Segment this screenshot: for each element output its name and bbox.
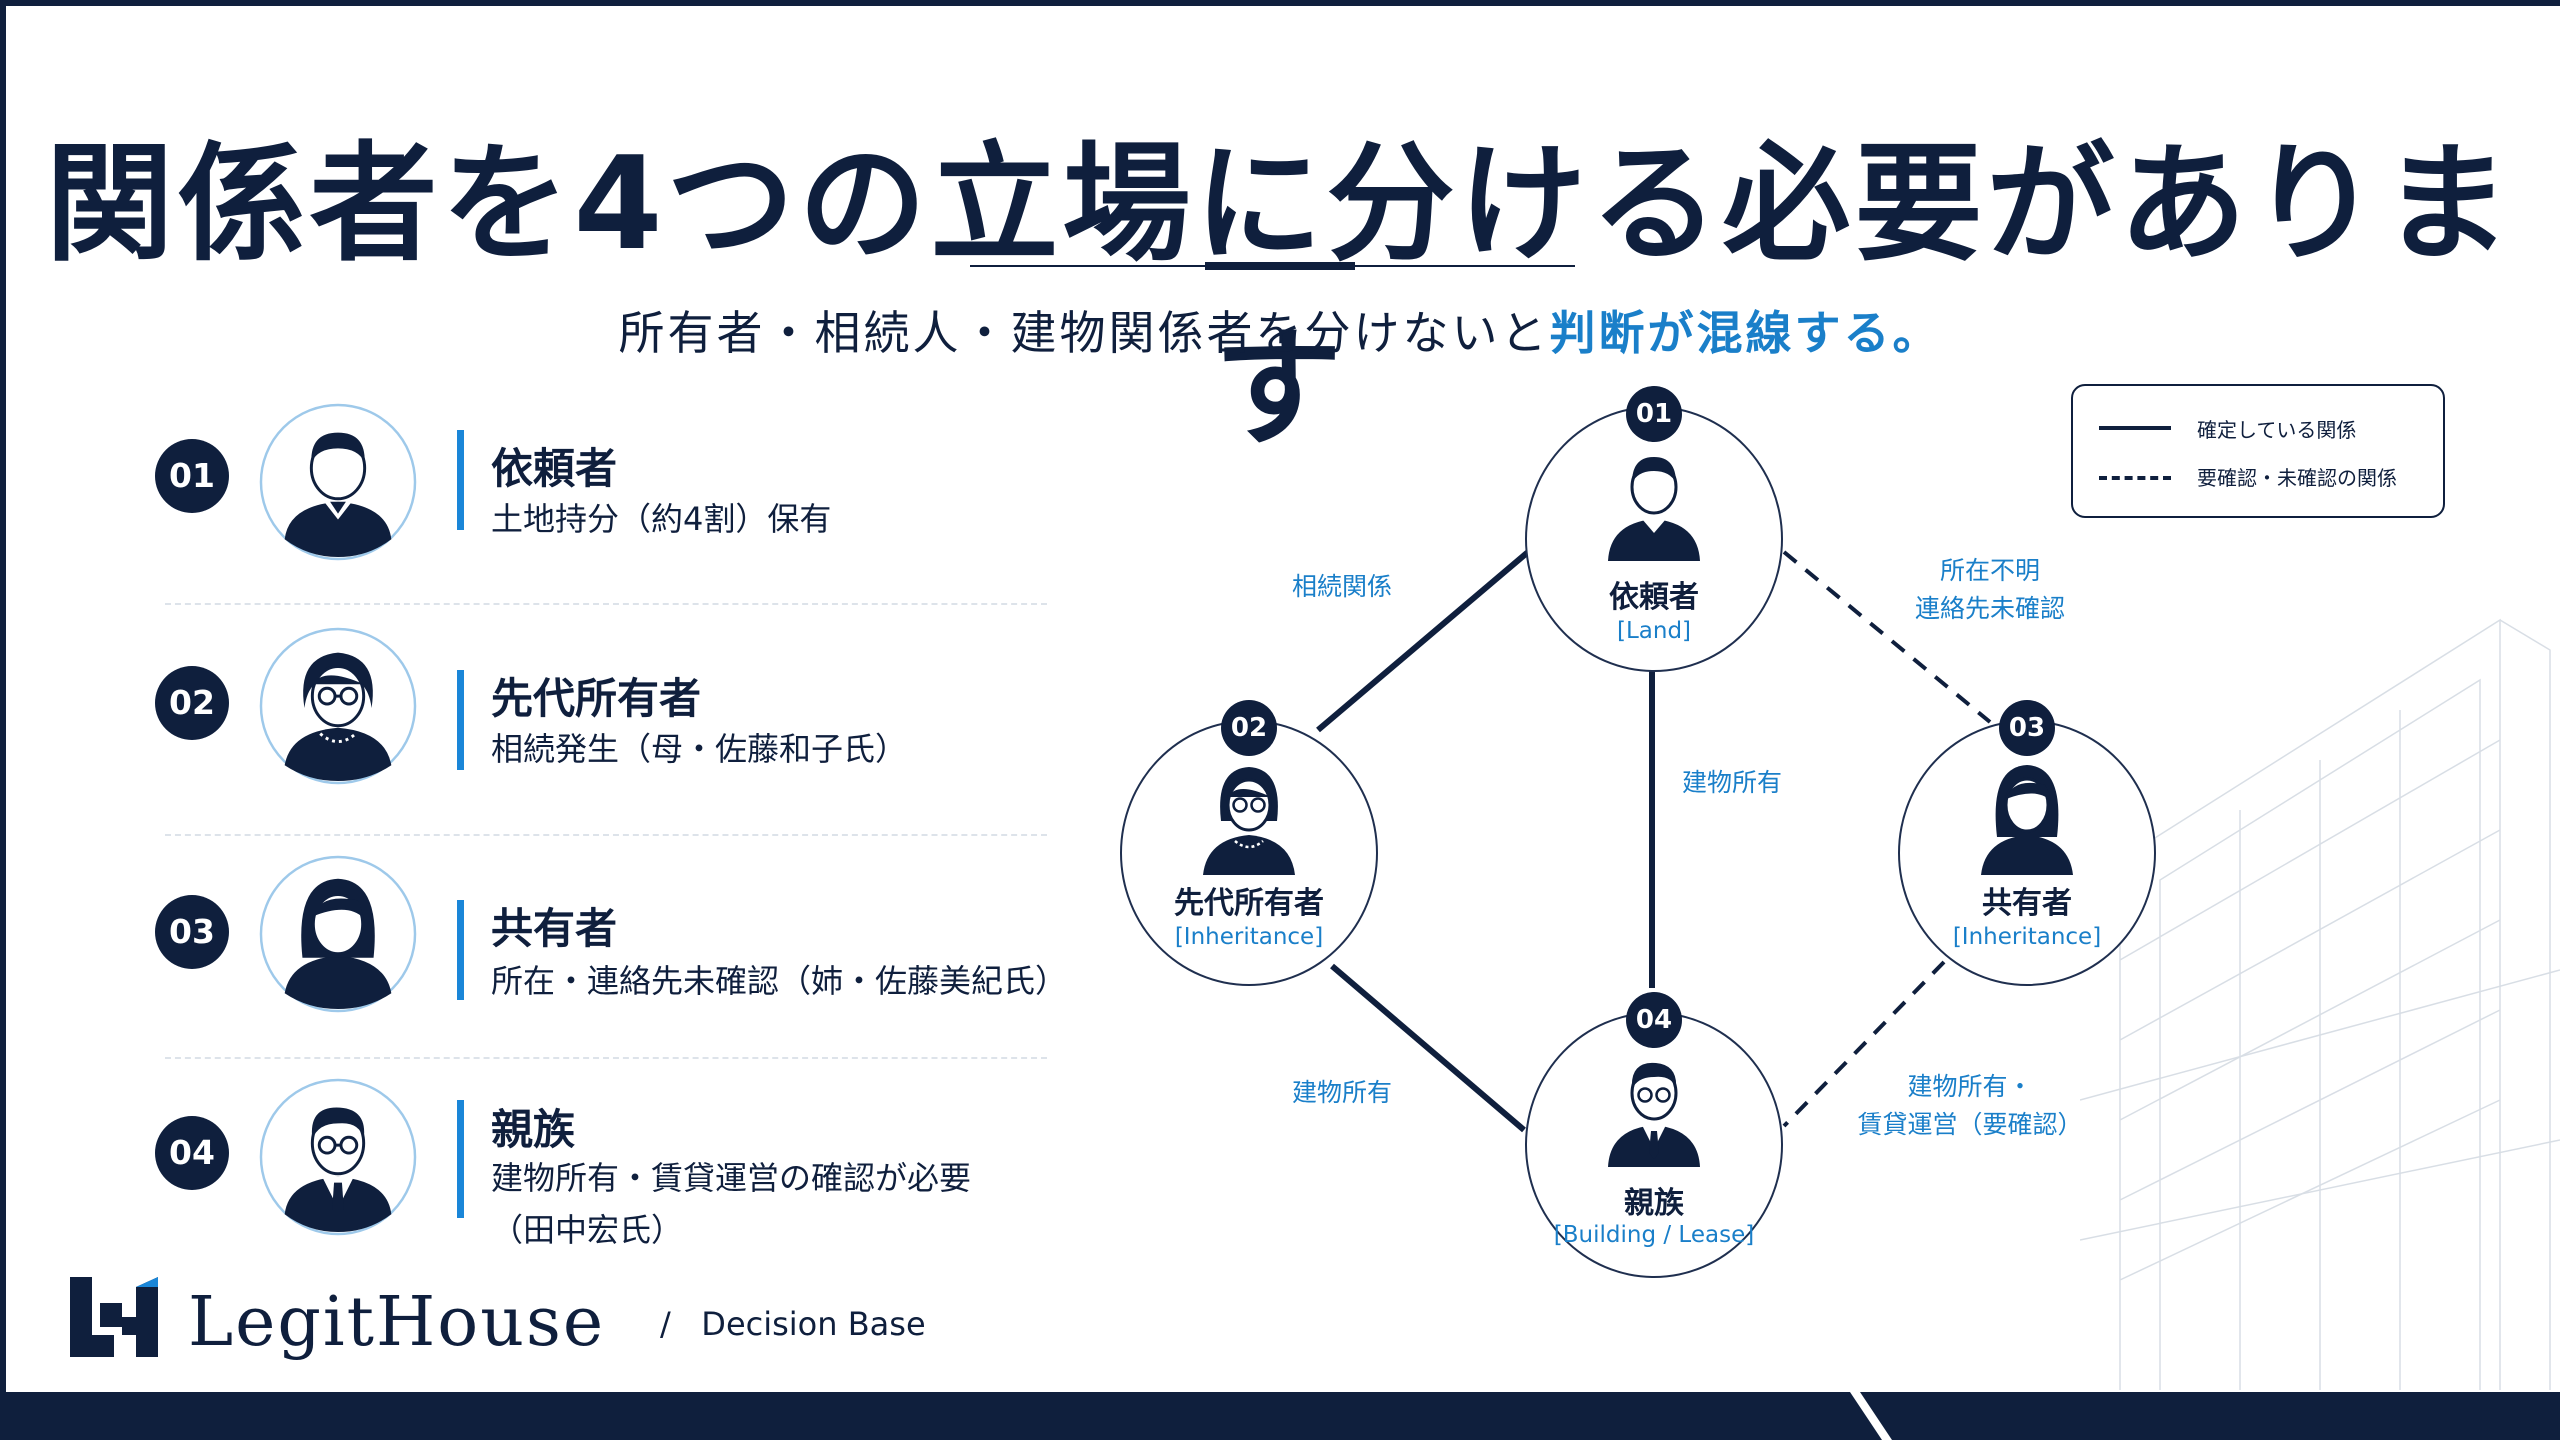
brand-product: / Decision Base bbox=[660, 1305, 926, 1343]
diagram-legend: 確定している関係 要確認・未確認の関係 bbox=[2071, 384, 2445, 518]
node-number-badge: 01 bbox=[1626, 386, 1682, 442]
edge-label-line: 建物所有・ bbox=[1907, 1072, 2033, 1101]
edge-label: 建物所有 bbox=[1682, 768, 1783, 797]
diagram-node-04: 04 親族 [Building / Lease] bbox=[1525, 992, 1783, 1278]
accent-bar bbox=[457, 900, 464, 1000]
row-title: 依頼者 bbox=[491, 444, 618, 493]
brand-product-name: Decision Base bbox=[701, 1305, 926, 1343]
row-title: 共有者 bbox=[491, 904, 618, 953]
man-icon bbox=[1608, 457, 1700, 561]
accent-bar bbox=[457, 430, 464, 530]
stakeholder-row: 02 先代所有者 相続発生（母・佐藤和子氏） bbox=[155, 625, 1050, 805]
page-title: 関係者を4つの立場に分ける必要があります bbox=[45, 130, 2515, 464]
row-divider bbox=[165, 834, 1047, 836]
older-woman-with-glasses-icon bbox=[1203, 767, 1295, 875]
edge-label-line: 連絡先未確認 bbox=[1914, 594, 2065, 623]
row-divider bbox=[165, 1057, 1047, 1059]
row-number-badge: 03 bbox=[155, 895, 229, 969]
node-tag: [Building / Lease] bbox=[1553, 1222, 1755, 1248]
edge-label: 相続関係 bbox=[1292, 572, 1393, 601]
row-number-badge: 02 bbox=[155, 666, 229, 740]
node-tag: [Land] bbox=[1616, 618, 1692, 644]
row-description: 建物所有・賃貸運営の確認が必要 bbox=[491, 1159, 972, 1197]
node-name: 共有者 bbox=[1982, 886, 2072, 921]
legend-solid-line bbox=[2099, 426, 2171, 430]
brand-name: LegitHouse bbox=[188, 1283, 606, 1362]
man-in-suit-with-glasses-icon bbox=[259, 1078, 417, 1236]
edge-label-line: 所在不明 bbox=[1939, 556, 2040, 585]
row-title: 親族 bbox=[491, 1105, 576, 1154]
legend-dashed-line bbox=[2099, 476, 2171, 480]
row-description: 所在・連絡先未確認（姉・佐藤美紀氏） bbox=[491, 962, 1068, 1000]
top-border bbox=[0, 0, 2560, 6]
legend-confirmed-label: 確定している関係 bbox=[2197, 418, 2357, 442]
man-in-suit-with-glasses-icon bbox=[1608, 1062, 1700, 1167]
row-description-line-2: （田中宏氏） bbox=[491, 1211, 684, 1249]
older-woman-with-glasses-icon bbox=[259, 627, 417, 785]
man-with-sweater-icon bbox=[259, 403, 417, 561]
diagram-node-02: 02 先代所有者 [Inheritance] bbox=[1120, 700, 1378, 986]
row-description: 土地持分（約4割）保有 bbox=[491, 500, 832, 538]
footer-slash-accent bbox=[1850, 1392, 1892, 1440]
row-description: 相続発生（母・佐藤和子氏） bbox=[491, 730, 908, 768]
node-tag: [Inheritance] bbox=[1952, 924, 2102, 950]
edge-label: 建物所有・ 賃貸運営（要確認） bbox=[1850, 1068, 2090, 1144]
subtitle-highlight: 判断が混線する。 bbox=[1549, 306, 1942, 360]
node-name: 親族 bbox=[1624, 1186, 1684, 1221]
building-sketch-background bbox=[2080, 618, 2560, 1390]
node-name: 依頼者 bbox=[1609, 580, 1699, 615]
woman-icon bbox=[1981, 765, 2073, 875]
diagram-node-03: 03 共有者 [Inheritance] bbox=[1898, 700, 2156, 986]
diagram-node-01: 01 依頼者 [Land] bbox=[1525, 386, 1783, 672]
title-underline-accent bbox=[1205, 262, 1355, 270]
accent-bar bbox=[457, 670, 464, 770]
legithouse-logo-mark-icon bbox=[70, 1277, 158, 1357]
stakeholder-row: 01 依頼者 土地持分（約4割）保有 bbox=[155, 395, 1050, 575]
edge-02-04 bbox=[1330, 963, 1526, 1133]
stakeholder-row: 04 親族 建物所有・賃貸運営の確認が必要 （田中宏氏） bbox=[155, 1078, 1050, 1260]
footer-bar bbox=[0, 1392, 2560, 1440]
edge-label: 建物所有 bbox=[1292, 1078, 1393, 1107]
left-border bbox=[0, 0, 6, 1440]
stakeholder-row: 03 共有者 所在・連絡先未確認（姉・佐藤美紀氏） bbox=[155, 855, 1067, 1035]
woman-icon bbox=[259, 855, 417, 1013]
legend-unconfirmed-label: 要確認・未確認の関係 bbox=[2197, 466, 2397, 490]
row-divider bbox=[165, 603, 1047, 605]
subtitle-text: 所有者・相続人・建物関係者を分けないと bbox=[618, 306, 1550, 360]
edge-label: 所在不明 連絡先未確認 bbox=[1900, 552, 2080, 628]
row-title: 先代所有者 bbox=[491, 674, 702, 723]
brand-separator: / bbox=[660, 1305, 671, 1343]
node-name: 先代所有者 bbox=[1174, 886, 1324, 921]
node-tag: [Inheritance] bbox=[1174, 924, 1324, 950]
row-number-badge: 01 bbox=[155, 439, 229, 513]
row-number-badge: 04 bbox=[155, 1116, 229, 1190]
edge-01-02 bbox=[1316, 549, 1530, 733]
accent-bar bbox=[457, 1100, 464, 1218]
edge-label-line: 賃貸運営（要確認） bbox=[1857, 1110, 2083, 1139]
node-number-badge: 04 bbox=[1626, 992, 1682, 1048]
node-number-badge: 02 bbox=[1221, 700, 1277, 756]
subtitle: 所有者・相続人・建物関係者を分けないと判断が混線する。 bbox=[0, 297, 2560, 363]
node-number-badge: 03 bbox=[1999, 700, 2055, 756]
edge-03-04 bbox=[1782, 960, 1946, 1128]
